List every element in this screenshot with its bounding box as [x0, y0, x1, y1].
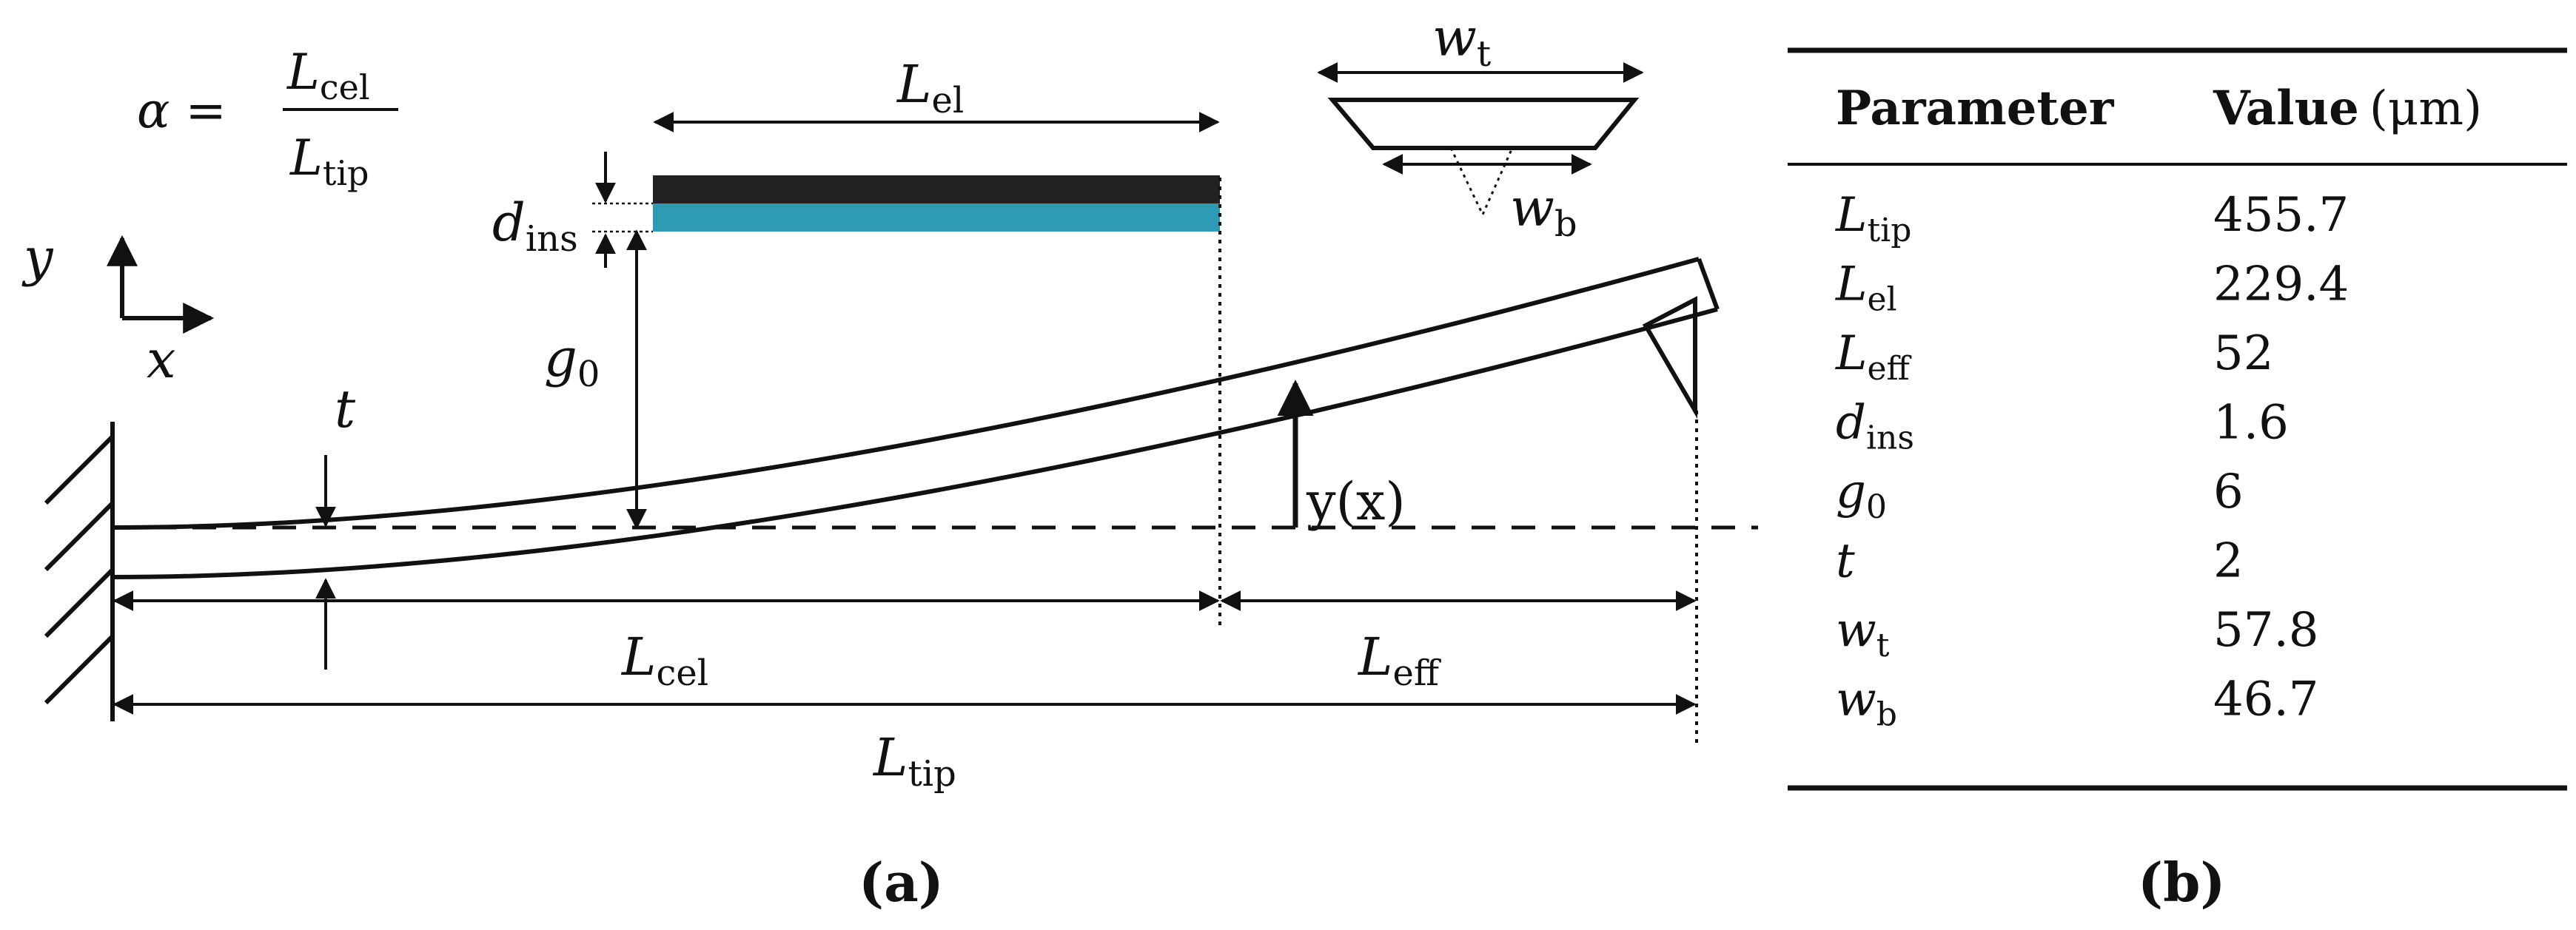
- w-t-label: wt: [1432, 7, 1491, 75]
- probe-tip: [1642, 296, 1697, 419]
- deflection-label: y(x): [1306, 471, 1406, 532]
- panel-b-caption: (b): [2138, 851, 2225, 914]
- param-name: wb: [1836, 673, 1897, 734]
- table-row: Lel 229.4: [1835, 257, 2349, 319]
- electrode-top-layer: [653, 175, 1220, 203]
- param-value: 57.8: [2213, 603, 2319, 658]
- g0-label: g0: [544, 328, 600, 395]
- L-eff-label: Leff: [1357, 627, 1441, 694]
- table-row: Ltip 455.7: [1835, 188, 2349, 249]
- table-row: wt 57.8: [1836, 603, 2319, 664]
- d-ins-dimension: [592, 152, 653, 268]
- param-value: 229.4: [2213, 257, 2349, 312]
- alpha-numerator: Lcel: [286, 44, 370, 107]
- electrode-insulator-layer: [653, 203, 1220, 232]
- L-cel-label: Lcel: [620, 627, 708, 694]
- table-row: g0 6: [1836, 465, 2244, 526]
- w-b-label: wb: [1510, 178, 1577, 245]
- param-value: 455.7: [2213, 188, 2349, 243]
- param-name: t: [1836, 534, 1855, 589]
- L-el-label: Lel: [896, 54, 964, 121]
- param-value: 1.6: [2213, 396, 2289, 451]
- param-name: g0: [1836, 465, 1887, 526]
- param-value: 52: [2213, 326, 2273, 381]
- cantilever-beam: [110, 257, 1720, 579]
- alpha-equation: α = Lcel Ltip: [137, 44, 398, 193]
- x-axis-label: x: [147, 329, 175, 390]
- y-axis-label: y: [21, 227, 54, 288]
- param-value: 46.7: [2213, 673, 2319, 727]
- table-row: Leff 52: [1835, 326, 2273, 388]
- table-row: wb 46.7: [1836, 673, 2319, 734]
- alpha-lhs: α =: [137, 82, 227, 139]
- coordinate-axes: y x: [21, 227, 215, 390]
- table-row: dins 1.6: [1836, 396, 2289, 457]
- header-value: Value(μm): [2213, 81, 2482, 136]
- tip-trapezoid: [1327, 98, 1640, 150]
- param-name: Lel: [1835, 257, 1897, 319]
- tip-apex-dotted: [1449, 147, 1514, 218]
- panel-a-caption: (a): [859, 851, 944, 914]
- param-value: 2: [2213, 534, 2244, 589]
- electrode: [653, 175, 1220, 232]
- param-name: Ltip: [1835, 188, 1911, 249]
- param-name: wt: [1836, 603, 1890, 664]
- header-parameter: Parameter: [1836, 81, 2115, 136]
- alpha-denominator: Ltip: [289, 129, 369, 193]
- param-name: Leff: [1835, 326, 1912, 388]
- param-name: dins: [1836, 396, 1914, 457]
- tip-cross-section: wt wb: [1317, 7, 1644, 245]
- d-ins-label: dins: [492, 192, 578, 260]
- clamped-wall: [44, 422, 115, 721]
- param-value: 6: [2213, 465, 2244, 519]
- t-label: t: [335, 379, 356, 439]
- panel-a: α = Lcel Ltip y x: [21, 7, 1758, 914]
- L-tip-label: Ltip: [872, 727, 956, 795]
